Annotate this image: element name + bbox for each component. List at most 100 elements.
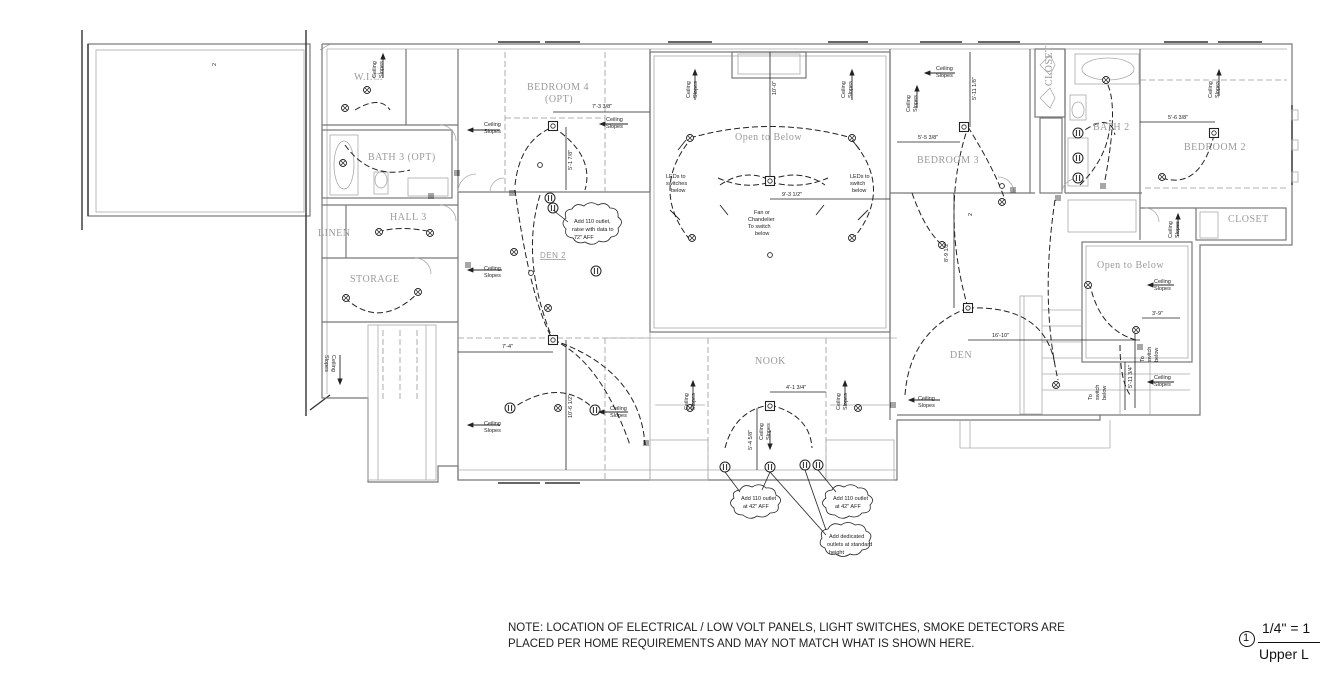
- room-label-open-below-2: Open to Below: [1097, 260, 1164, 271]
- svg-text:Slopes: Slopes: [610, 413, 627, 419]
- svg-text:Ceiling: Ceiling: [372, 61, 378, 78]
- svg-text:below: below: [671, 188, 685, 194]
- svg-text:5'-6 3/8": 5'-6 3/8": [1168, 115, 1188, 121]
- general-note: NOTE: LOCATION OF ELECTRICAL / LOW VOLT …: [508, 620, 1148, 652]
- svg-text:Ceiling: Ceiling: [1208, 81, 1214, 98]
- svg-text:10'-0": 10'-0": [772, 81, 778, 95]
- room-label-open-below-1: Open to Below: [735, 132, 802, 143]
- svg-text:below: below: [852, 188, 866, 194]
- svg-text:switch: switch: [850, 181, 865, 187]
- svg-text:Ceiling: Ceiling: [484, 421, 501, 427]
- svg-text:Ceiling: Ceiling: [484, 266, 501, 272]
- svg-text:Ceiling: Ceiling: [606, 117, 623, 123]
- svg-text:Slopes: Slopes: [379, 61, 385, 78]
- svg-text:Ceiling: Ceiling: [684, 393, 690, 410]
- svg-text:To switch: To switch: [748, 224, 771, 230]
- svg-text:Slopes: Slopes: [918, 403, 935, 409]
- room-label-wic: W.I.C.: [354, 72, 383, 83]
- svg-text:2: 2: [212, 63, 218, 66]
- svg-text:Slopes: Slopes: [1215, 81, 1221, 98]
- scale-underline: [1258, 642, 1320, 643]
- svg-text:below: below: [1154, 348, 1160, 362]
- note-prefix: NOTE:: [508, 622, 544, 634]
- svg-text:Add 110 outlet: Add 110 outlet: [833, 496, 869, 502]
- svg-text:Slopes: Slopes: [848, 81, 854, 98]
- svg-text:Slopes: Slopes: [484, 273, 501, 279]
- annotation-clouds: [552, 202, 873, 557]
- svg-text:Slopes: Slopes: [1154, 286, 1171, 292]
- room-label-bedroom2: BEDROOM 2: [1184, 142, 1246, 153]
- svg-text:at 42" AFF: at 42" AFF: [743, 504, 769, 510]
- svg-text:9'-3 1/2": 9'-3 1/2": [782, 192, 802, 198]
- svg-text:Ceiling: Ceiling: [330, 355, 336, 372]
- room-label-closet-a: CLOSET: [1044, 45, 1055, 86]
- svg-text:7'-3 3/8": 7'-3 3/8": [592, 104, 612, 110]
- svg-text:5'-4 5/8": 5'-4 5/8": [748, 430, 754, 450]
- svg-text:Slopes: Slopes: [1154, 382, 1171, 388]
- svg-text:Slopes: Slopes: [843, 393, 849, 410]
- svg-text:5'-5 3/8": 5'-5 3/8": [918, 135, 938, 141]
- svg-text:Add 110 outlet: Add 110 outlet: [741, 496, 777, 502]
- detail-number: 1: [1243, 632, 1250, 644]
- room-label-bath2: BATH 2: [1093, 122, 1130, 133]
- svg-text:switch: switch: [1095, 385, 1101, 400]
- svg-text:Slopes: Slopes: [913, 95, 919, 112]
- svg-text:Ceiling: Ceiling: [686, 81, 692, 98]
- annotation-texts: Add 110 outlet, raise with data to 72" A…: [572, 219, 872, 556]
- svg-text:Ceiling: Ceiling: [610, 406, 627, 412]
- svg-text:Ceiling: Ceiling: [1154, 279, 1171, 285]
- svg-text:Ceiling: Ceiling: [484, 122, 501, 128]
- room-label-bedroom4: BEDROOM 4: [527, 82, 589, 93]
- note-line-2: PLACED PER HOME REQUIREMENTS AND MAY NOT…: [508, 638, 975, 650]
- svg-text:Slopes: Slopes: [484, 129, 501, 135]
- svg-text:Slopes: Slopes: [936, 73, 953, 79]
- svg-text:switch: switch: [1147, 347, 1153, 362]
- dimension-lines: [458, 52, 1215, 470]
- svg-text:Slopes: Slopes: [1175, 221, 1181, 238]
- svg-text:Slopes: Slopes: [606, 124, 623, 130]
- svg-text:Add 110 outlet,: Add 110 outlet,: [574, 219, 611, 225]
- note-labels: 2 2 LEDs to switches below LEDs to switc…: [212, 63, 1160, 400]
- svg-text:Ceiling: Ceiling: [906, 95, 912, 112]
- svg-text:Chandelier: Chandelier: [748, 217, 775, 223]
- scale-ratio: 1/4" = 1: [1262, 620, 1311, 636]
- svg-text:Slopes: Slopes: [691, 393, 697, 410]
- note-line-1: LOCATION OF ELECTRICAL / LOW VOLT PANELS…: [543, 622, 1065, 634]
- svg-text:LEDs to: LEDs to: [850, 174, 870, 180]
- svg-text:2: 2: [968, 213, 974, 216]
- svg-text:Ceiling: Ceiling: [836, 393, 842, 410]
- svg-text:Ceiling: Ceiling: [1154, 375, 1171, 381]
- svg-text:Ceiling: Ceiling: [918, 396, 935, 402]
- detail-number-circle: [1239, 631, 1255, 647]
- svg-text:Fan or: Fan or: [754, 210, 770, 216]
- room-labels: W.I.C. BATH 3 (OPT) HALL 3 LINEN STORAGE…: [318, 45, 1268, 367]
- svg-text:10'-6 1/2": 10'-6 1/2": [568, 395, 574, 418]
- room-label-den: DEN: [950, 350, 972, 361]
- svg-text:7'-4": 7'-4": [502, 344, 513, 350]
- svg-text:outlets at standard: outlets at standard: [827, 542, 872, 548]
- svg-text:Ceiling: Ceiling: [841, 81, 847, 98]
- walls: [81, 30, 1299, 484]
- svg-text:below: below: [1102, 386, 1108, 400]
- svg-text:Ceiling: Ceiling: [1168, 221, 1174, 238]
- room-label-bath3: BATH 3 (OPT): [368, 152, 436, 163]
- dimension-texts: 7'-3 3/8" 5'-1 7/8" 10'-0" 9'-3 1/2" 7'-…: [502, 77, 1188, 450]
- svg-text:4'-1 3/4": 4'-1 3/4": [786, 385, 806, 391]
- svg-text:Slopes: Slopes: [323, 355, 329, 372]
- room-label-den2: DEN 2: [540, 251, 566, 260]
- room-label-bedroom4-opt: (OPT): [545, 94, 573, 105]
- room-label-nook: NOOK: [755, 356, 786, 367]
- svg-text:Slopes: Slopes: [484, 428, 501, 434]
- svg-text:8'-9 1/2": 8'-9 1/2": [944, 242, 950, 262]
- svg-text:5'-11 3/4": 5'-11 3/4": [1128, 365, 1134, 388]
- svg-text:Slopes: Slopes: [693, 81, 699, 98]
- svg-text:switches: switches: [666, 181, 687, 187]
- svg-text:below: below: [755, 231, 769, 237]
- svg-text:Ceiling: Ceiling: [936, 66, 953, 72]
- svg-text:Slopes: Slopes: [766, 423, 772, 440]
- room-label-hall3: HALL 3: [390, 212, 427, 223]
- svg-text:Ceiling: Ceiling: [759, 423, 765, 440]
- room-label-bedroom3: BEDROOM 3: [917, 155, 979, 166]
- svg-text:5'-11 1/8": 5'-11 1/8": [972, 77, 978, 100]
